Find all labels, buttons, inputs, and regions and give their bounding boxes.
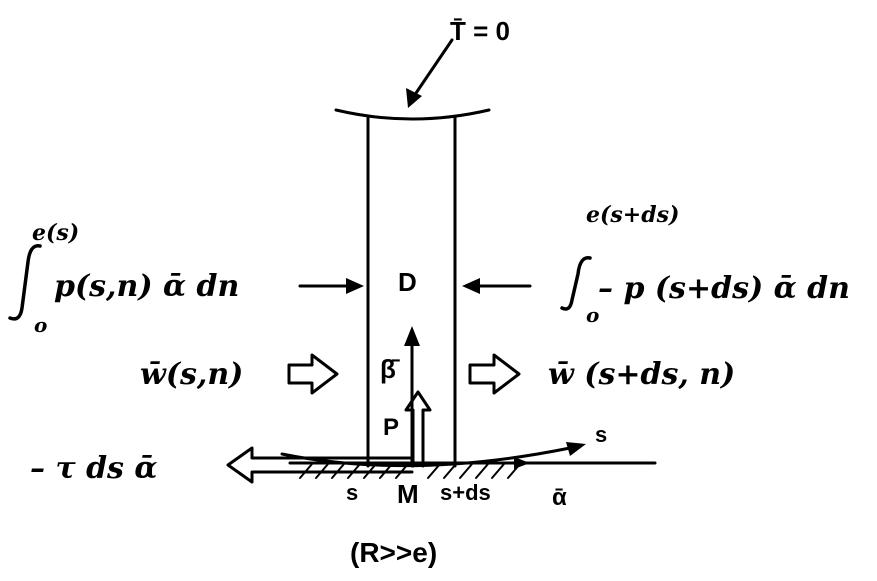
alpha-arrowhead-icon bbox=[514, 457, 530, 469]
right-integral-sign-icon bbox=[560, 256, 592, 311]
pressure-label: P bbox=[383, 414, 399, 441]
top-condition-arrow bbox=[406, 38, 454, 108]
alpha-label: ᾱ bbox=[552, 484, 567, 511]
left-integral-sign-icon bbox=[8, 244, 42, 321]
shear-label: – τ ds ᾱ bbox=[30, 451, 157, 486]
left-integral: e(s) o p(s,n) ᾱ dn bbox=[8, 220, 239, 337]
right-integral-lower-limit: o bbox=[586, 303, 599, 327]
point-m-label: M bbox=[397, 479, 419, 509]
left-integral-expression: p(s,n) ᾱ dn bbox=[54, 269, 239, 304]
right-pressure-arrow bbox=[462, 278, 532, 294]
right-flux-label: w̄ (s+ds, n) bbox=[548, 357, 735, 392]
s-axis-arrowhead-icon bbox=[566, 442, 586, 456]
s-right-label: s+ds bbox=[440, 480, 491, 505]
right-integral-expression: – p (s+ds) ᾱ dn bbox=[598, 271, 850, 306]
curved-surface-s-axis bbox=[280, 446, 572, 468]
s-left-label: s bbox=[346, 480, 358, 505]
left-flux-label: w̄(s,n) bbox=[140, 357, 243, 392]
left-integral-lower-limit: o bbox=[34, 313, 47, 337]
left-pressure-arrow bbox=[298, 278, 364, 294]
left-integral-upper-limit: e(s) bbox=[32, 220, 79, 246]
left-flux-hollow-arrow-icon bbox=[287, 353, 339, 395]
right-flux-hollow-arrow-icon bbox=[468, 353, 521, 395]
domain-label: D bbox=[398, 267, 417, 297]
top-boundary-curve bbox=[334, 108, 491, 121]
right-integral-upper-limit: e(s+ds) bbox=[586, 202, 679, 228]
pressure-hollow-arrow-icon bbox=[404, 390, 432, 468]
s-axis-label: s bbox=[595, 422, 607, 447]
condition-label: (R>>e) bbox=[350, 537, 437, 568]
top-condition-label: T̄ = 0 bbox=[450, 16, 510, 46]
shear-hollow-arrow-icon bbox=[226, 446, 414, 484]
beta-label: β̄ bbox=[380, 354, 400, 384]
right-integral: e(s+ds) o – p (s+ds) ᾱ dn bbox=[560, 202, 850, 327]
